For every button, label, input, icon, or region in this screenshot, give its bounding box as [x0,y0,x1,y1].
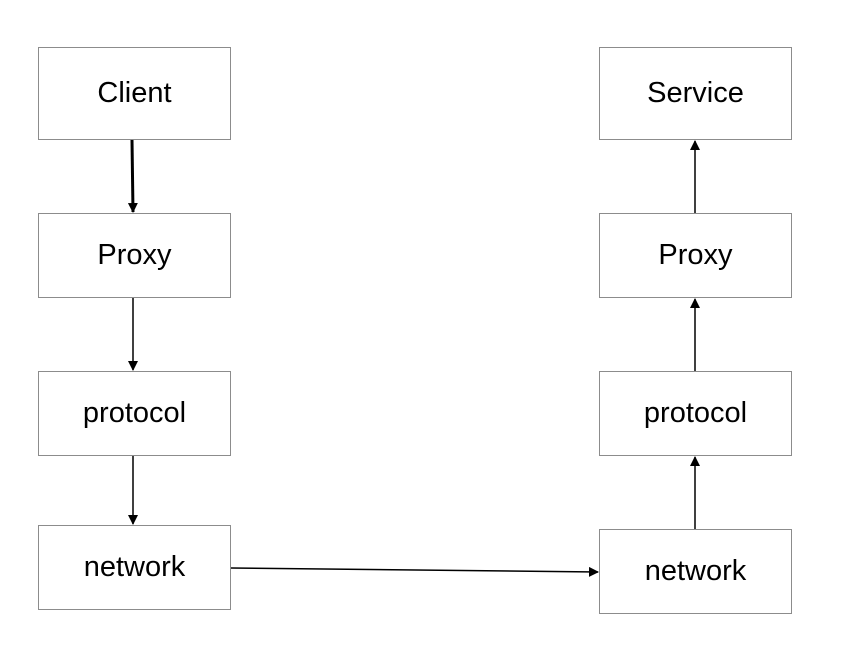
client-box: Client [38,47,231,140]
protocol-box-right: protocol [599,371,792,456]
proxy-label-left: Proxy [97,239,172,271]
service-box: Service [599,47,792,140]
network-label-right: network [644,555,747,587]
protocol-label-right: protocol [643,397,748,429]
protocol-box-left: protocol [38,371,231,456]
arrow-network-left-to-network-right [230,566,599,577]
network-label-left: network [83,551,186,583]
protocol-label-left: protocol [82,397,187,429]
network-box-left: network [38,525,231,610]
proxy-box-left: Proxy [38,213,231,298]
service-label: Service [647,77,744,109]
network-box-right: network [599,529,792,614]
proxy-label-right: Proxy [658,239,733,271]
client-label: Client [97,77,172,109]
proxy-box-right: Proxy [599,213,792,298]
arrow-client-to-proxy [127,139,138,213]
